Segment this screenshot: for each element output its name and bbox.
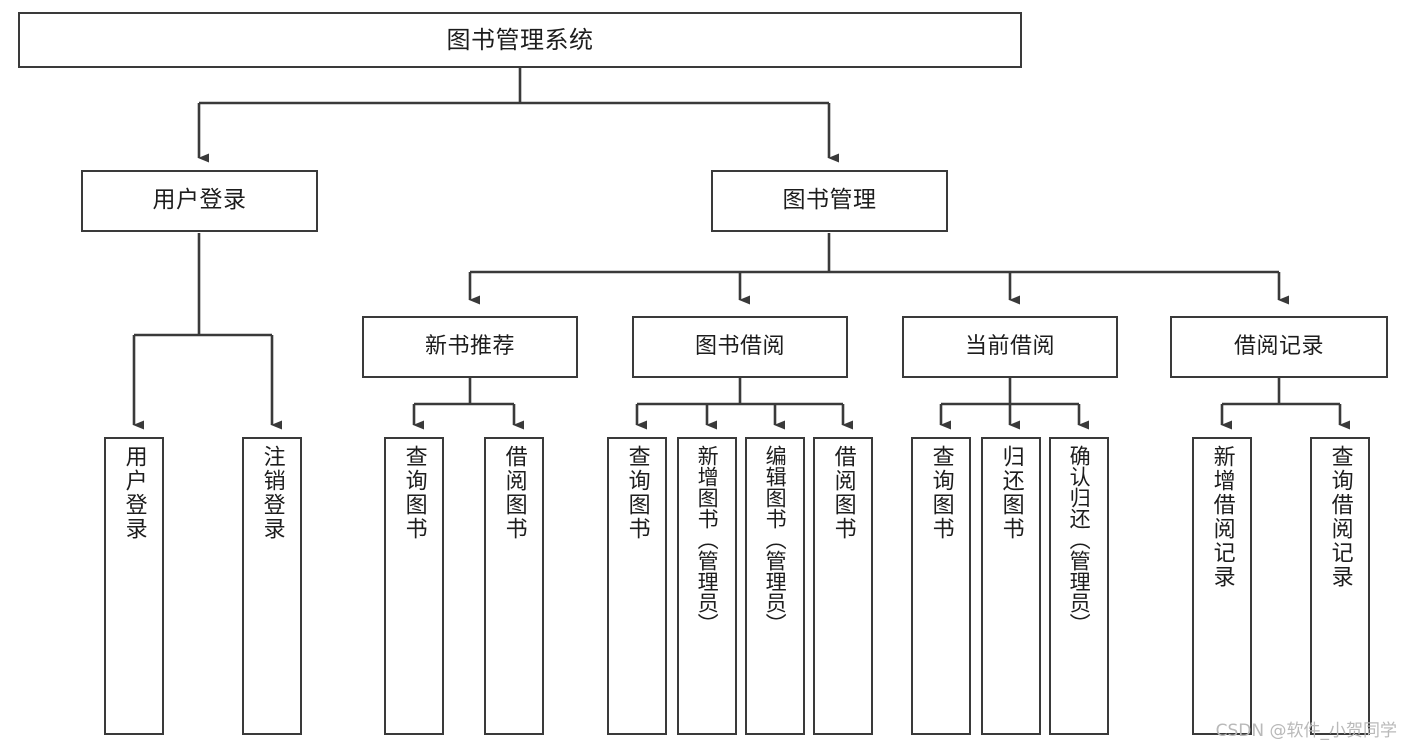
- node-label: 图书借阅: [694, 334, 785, 360]
- leaf-record-query-record[interactable]: 查询借阅记录: [1310, 437, 1370, 735]
- leaf-user-logout[interactable]: 注销登录: [242, 437, 302, 735]
- node-label: 图书管理: [782, 187, 877, 214]
- node-label: 查询图书: [401, 445, 427, 541]
- node-label: 查询借阅记录: [1327, 445, 1353, 589]
- node-user-login[interactable]: 用户登录: [81, 170, 318, 232]
- leaf-borrow-borrow-book[interactable]: 借阅图书: [813, 437, 873, 735]
- leaf-user-login[interactable]: 用户登录: [104, 437, 164, 735]
- leaf-borrow-add-book-admin[interactable]: 新增图书（管理员）: [677, 437, 737, 735]
- node-label: 新增借阅记录: [1209, 445, 1235, 589]
- node-label: 确认归还（管理员）: [1067, 445, 1092, 634]
- node-new-book-recommend[interactable]: 新书推荐: [362, 316, 578, 378]
- node-root-system[interactable]: 图书管理系统: [18, 12, 1022, 68]
- node-label: 借阅图书: [830, 445, 856, 541]
- node-label: 新书推荐: [424, 334, 515, 360]
- node-label: 当前借阅: [964, 334, 1055, 360]
- node-label: 用户登录: [121, 445, 147, 541]
- leaf-current-query-book[interactable]: 查询图书: [911, 437, 971, 735]
- node-label: 借阅图书: [501, 445, 527, 541]
- leaf-record-add-record[interactable]: 新增借阅记录: [1192, 437, 1252, 735]
- node-book-management[interactable]: 图书管理: [711, 170, 948, 232]
- leaf-recommend-borrow-book[interactable]: 借阅图书: [484, 437, 544, 735]
- node-label: 归还图书: [998, 445, 1024, 541]
- leaf-current-return-book[interactable]: 归还图书: [981, 437, 1041, 735]
- node-label: 借阅记录: [1233, 334, 1324, 360]
- leaf-borrow-edit-book-admin[interactable]: 编辑图书（管理员）: [745, 437, 805, 735]
- leaf-current-confirm-return-admin[interactable]: 确认归还（管理员）: [1049, 437, 1109, 735]
- node-label: 图书管理系统: [446, 25, 594, 54]
- leaf-borrow-query-book[interactable]: 查询图书: [607, 437, 667, 735]
- node-label: 新增图书（管理员）: [695, 445, 720, 634]
- node-label: 查询图书: [624, 445, 650, 541]
- node-label: 用户登录: [152, 187, 247, 214]
- leaf-recommend-query-book[interactable]: 查询图书: [384, 437, 444, 735]
- node-current-borrow[interactable]: 当前借阅: [902, 316, 1118, 378]
- node-book-borrow[interactable]: 图书借阅: [632, 316, 848, 378]
- csdn-watermark: CSDN @软件_小贺同学: [1215, 721, 1397, 741]
- node-label: 查询图书: [928, 445, 954, 541]
- node-label: 注销登录: [259, 445, 285, 541]
- node-label: 编辑图书（管理员）: [763, 445, 788, 634]
- node-borrow-record[interactable]: 借阅记录: [1170, 316, 1388, 378]
